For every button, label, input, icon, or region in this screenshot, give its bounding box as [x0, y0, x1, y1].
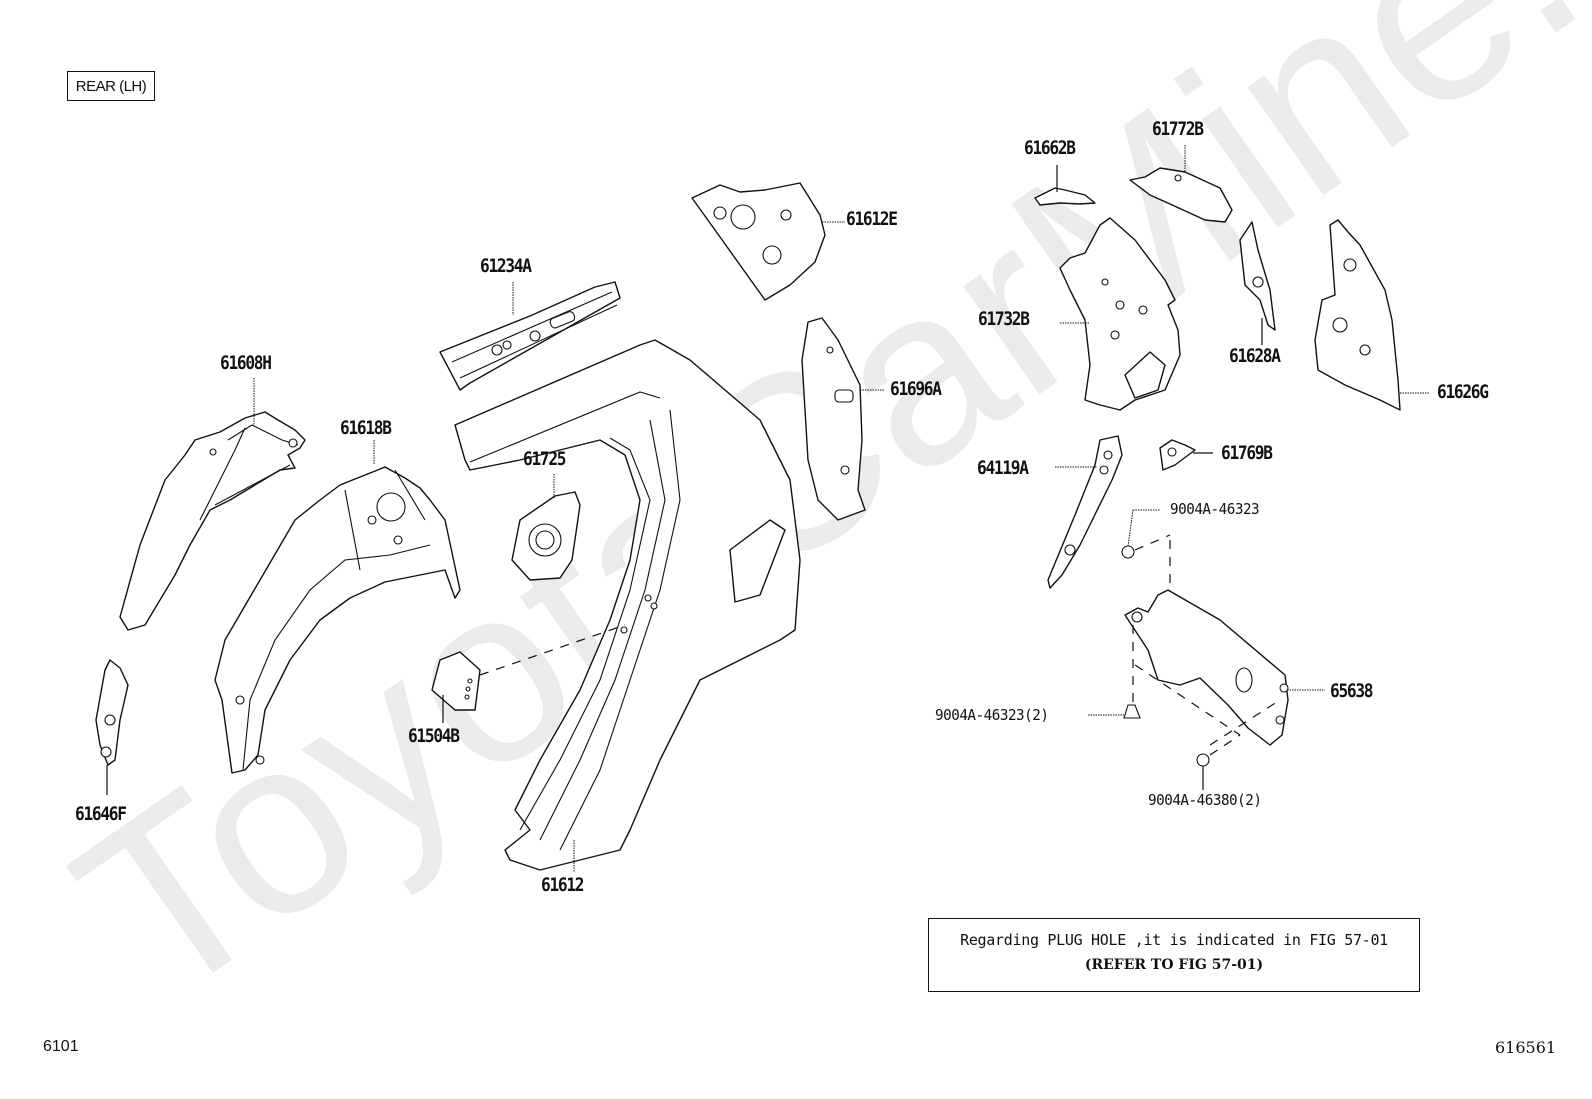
part-61504B[interactable] [431, 624, 626, 723]
note-text: Regarding PLUG HOLE ,it is indicated in … [960, 931, 1388, 949]
plug-hole-note: Regarding PLUG HOLE ,it is indicated in … [928, 918, 1420, 992]
label-65638[interactable]: 65638 [1330, 680, 1374, 702]
label-61504B[interactable]: 61504B [408, 725, 460, 747]
part-61696A[interactable] [801, 317, 885, 521]
part-61772B[interactable] [1129, 145, 1233, 223]
label-61772B[interactable]: 61772B [1152, 118, 1204, 140]
label-61612[interactable]: 61612 [541, 874, 585, 896]
part-61628A[interactable] [1239, 221, 1276, 345]
label-9004A-46323[interactable]: 9004A-46323 [1170, 500, 1260, 518]
label-61662B[interactable]: 61662B [1024, 137, 1076, 159]
label-61696A[interactable]: 61696A [890, 378, 942, 400]
fastener-9004A-46323[interactable] [1121, 509, 1171, 559]
label-61612E[interactable]: 61612E [846, 208, 898, 230]
part-64119A[interactable] [1047, 435, 1123, 589]
label-61646F[interactable]: 61646F [75, 803, 127, 825]
label-61618B[interactable]: 61618B [340, 417, 392, 439]
fastener-9004A-46380-x2[interactable] [1196, 734, 1241, 790]
part-61618B[interactable] [214, 440, 461, 774]
illustration-id: 616561 [1495, 1038, 1557, 1057]
label-61769B[interactable]: 61769B [1221, 442, 1273, 464]
part-61732B[interactable] [1059, 217, 1181, 411]
part-65638[interactable] [1124, 540, 1325, 746]
label-61628A[interactable]: 61628A [1229, 345, 1281, 367]
part-61608H[interactable] [119, 378, 306, 631]
label-61234A[interactable]: 61234A [480, 255, 532, 277]
label-61732B[interactable]: 61732B [978, 308, 1030, 330]
note-reference[interactable]: (REFER TO FIG 57-01) [1084, 957, 1264, 973]
part-61612[interactable] [454, 339, 801, 872]
label-64119A[interactable]: 64119A [977, 457, 1029, 479]
label-61608H[interactable]: 61608H [220, 352, 272, 374]
part-61646F[interactable] [95, 659, 129, 795]
part-61234A[interactable] [439, 281, 621, 391]
part-61662B[interactable] [1034, 165, 1096, 206]
fastener-9004A-46323-x2[interactable] [1088, 704, 1141, 719]
figure-number: 6101 [43, 1038, 79, 1055]
label-9004A-46323-x2[interactable]: 9004A-46323(2) [935, 706, 1049, 724]
section-label: REAR (LH) [67, 71, 155, 101]
label-9004A-46380-x2[interactable]: 9004A-46380(2) [1148, 791, 1262, 809]
part-61769B[interactable] [1159, 439, 1213, 471]
part-61626G[interactable] [1314, 219, 1430, 411]
label-61725[interactable]: 61725 [523, 448, 567, 470]
part-61725[interactable] [511, 474, 581, 581]
label-61626G[interactable]: 61626G [1437, 381, 1489, 403]
part-61612E[interactable] [691, 182, 845, 301]
